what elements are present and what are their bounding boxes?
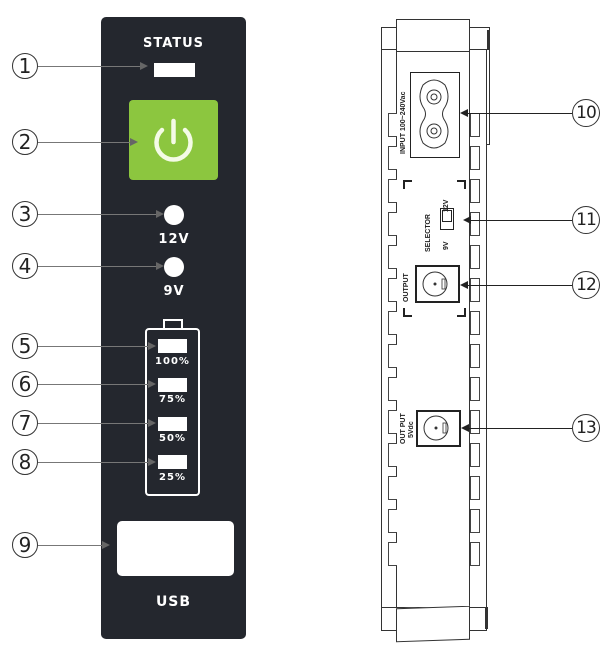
callout-11-line [471,220,572,221]
callout-9: 9 [12,532,38,558]
vent-slot [470,509,480,533]
vent-slot [470,278,480,302]
battery-segment-100 [158,339,187,353]
vent-slot [470,542,480,566]
selector-label: SELECTOR [425,214,432,252]
callout-13-line [469,428,572,429]
arrow-icon [156,210,164,218]
callout-12: 12 [572,271,600,299]
status-label: STATUS [142,36,205,51]
arrow-icon [148,419,156,427]
callout-13: 13 [572,414,600,442]
arrow-icon [130,138,138,146]
callout-12-line [468,285,572,286]
side-bottom-edge [485,607,488,629]
side-top-edge [487,30,490,50]
callout-7-line [38,423,148,424]
vent-slot [470,377,480,401]
battery-segment-25 [158,455,187,469]
battery-label-75: 75% [159,394,186,405]
ac-input-socket[interactable] [410,72,460,158]
led-9v-label: 9V [163,284,185,299]
arrow-icon [463,216,471,224]
side-bottom-cap [396,605,470,643]
vent-slot [470,311,480,335]
arrow-icon [148,380,156,388]
vent-slot [470,443,480,467]
input-label: INPUT 100~240Vac [400,91,407,154]
callout-7: 7 [12,410,38,436]
callout-4-line [38,266,156,267]
vent-slot [470,476,480,500]
usb-port[interactable] [117,521,234,576]
output-5v-label-line1: OUT PUT [400,413,407,444]
callout-3: 3 [12,201,38,227]
vent-slot [470,212,480,236]
bracket-corner [403,180,412,189]
arrow-icon [460,281,468,289]
battery-label-25: 25% [159,472,186,483]
led-9v [164,257,184,277]
callout-8: 8 [12,449,38,475]
callout-5-line [38,346,148,347]
led-12v [164,205,184,225]
battery-indicator [145,328,200,496]
vent-slot [470,179,480,203]
arrow-icon [148,342,156,350]
callout-6: 6 [12,371,38,397]
bracket-corner [457,180,466,189]
battery-segment-75 [158,378,187,392]
callout-6-line [38,384,148,385]
vent-slot [470,344,480,368]
callout-5: 5 [12,333,38,359]
arrow-icon [102,541,110,549]
callout-8-line [38,462,148,463]
vent-slot [470,113,480,137]
figure-8-socket-icon [419,79,449,149]
callout-10-line [468,113,572,114]
voltage-selector-switch[interactable] [440,208,454,230]
callout-10: 10 [572,99,600,127]
side-face [397,52,469,606]
callout-2-line [38,142,130,143]
battery-label-100: 100% [155,356,190,367]
dc-output-jack[interactable] [415,265,460,303]
side-top-cap [396,19,470,52]
power-icon [154,118,193,162]
selector-switch-knob [442,210,452,222]
5v-output-jack[interactable] [416,410,461,447]
led-12v-label: 12V [158,232,190,247]
callout-1: 1 [12,53,38,79]
power-button[interactable] [129,100,218,180]
output-label: OUTPUT [403,273,410,302]
arrow-icon [156,262,164,270]
vent-slot [470,410,480,434]
bracket-corner [403,308,412,317]
status-indicator [154,63,195,77]
battery-label-50: 50% [159,433,186,444]
usb-label: USB [155,594,192,610]
callout-2: 2 [12,129,38,155]
callout-3-line [38,214,156,215]
battery-cap [163,319,183,328]
callout-11: 11 [572,206,600,234]
arrow-icon [140,62,148,70]
arrow-icon [148,458,156,466]
selector-9v-label: 9V [443,241,450,250]
callout-9-line [38,545,102,546]
dc-jack-icon [422,271,448,297]
dc-jack-icon [423,415,449,441]
callout-4: 4 [12,253,38,279]
arrow-icon [460,109,468,117]
vent-slot [470,245,480,269]
bracket-corner [457,308,466,317]
vent-slot [470,146,480,170]
battery-segment-50 [158,417,187,431]
callout-1-line [38,66,140,67]
arrow-icon [461,424,469,432]
output-5v-label-line2: 5Vdc [408,421,415,438]
